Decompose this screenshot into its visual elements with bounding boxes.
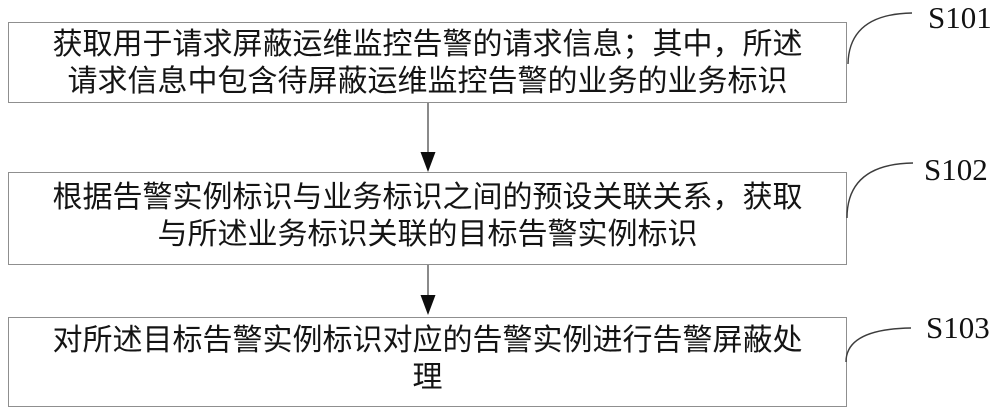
step-box-s102: 根据告警实例标识与业务标识之间的预设关联关系，获取 与所述业务标识关联的目标告警… [8, 172, 847, 265]
connector-curve-s103 [845, 327, 912, 363]
step-label-s101: S101 [928, 0, 992, 35]
step-s103-text-line2: 理 [412, 361, 443, 394]
step-box-s103: 对所述目标告警实例标识对应的告警实例进行告警屏蔽处 理 [8, 317, 847, 407]
flow-arrow-2-head [420, 295, 436, 315]
step-box-s101: 获取用于请求屏蔽运维监控告警的请求信息；其中，所述 请求信息中包含待屏蔽运维监控… [8, 22, 847, 103]
connector-curve-s101 [847, 12, 913, 65]
step-s103-text-line1: 对所述目标告警实例标识对应的告警实例进行告警屏蔽处 [52, 324, 803, 357]
step-s101-text-line2: 请求信息中包含待屏蔽运维监控告警的业务的业务标识 [67, 64, 788, 98]
step-s102-text-line2: 与所述业务标识关联的目标告警实例标识 [157, 218, 698, 251]
flow-arrow-1-head [420, 152, 436, 172]
connector-curve-s102 [846, 162, 914, 219]
step-s101-text-line1: 获取用于请求屏蔽运维监控告警的请求信息；其中，所述 [52, 27, 803, 61]
step-label-s103: S103 [926, 310, 990, 345]
step-label-s102: S102 [924, 152, 988, 187]
step-s102-text-line1: 根据告警实例标识与业务标识之间的预设关联关系，获取 [52, 181, 803, 214]
